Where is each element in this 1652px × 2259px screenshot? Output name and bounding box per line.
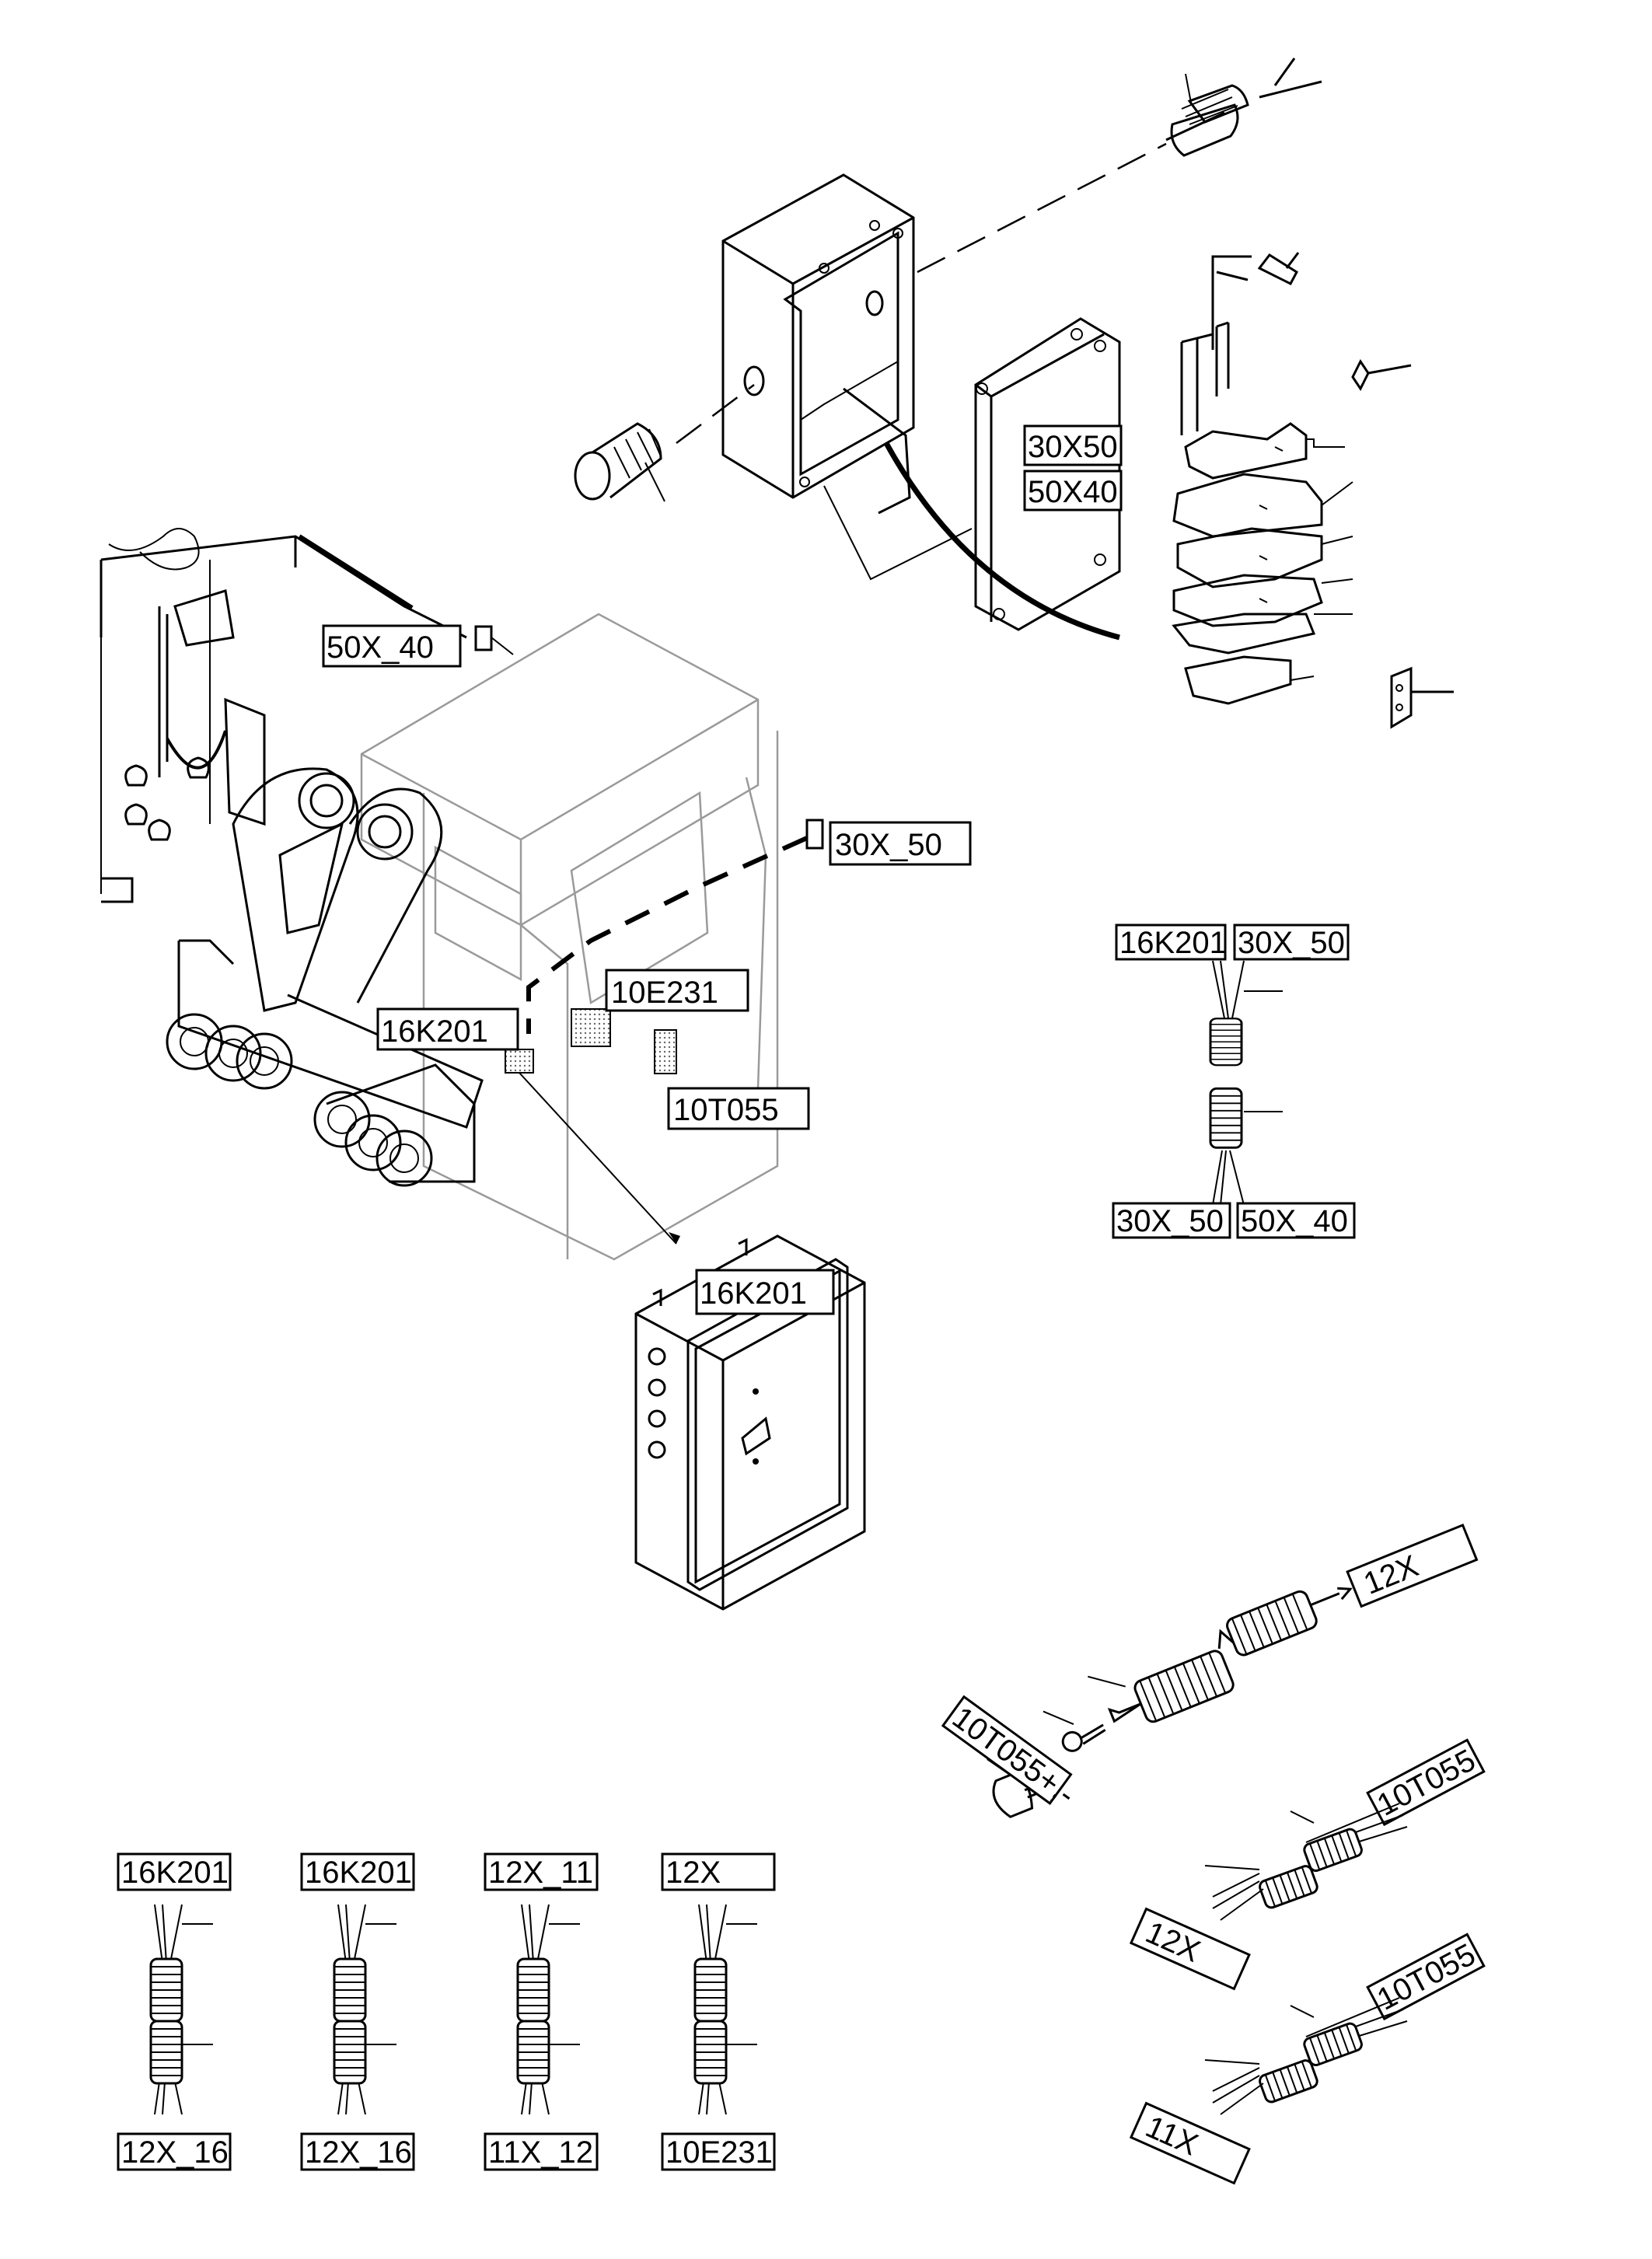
bottom-set-bottom-label bbox=[661, 2132, 776, 2171]
bottom-set-1: 16K201 12X_16 bbox=[117, 1852, 232, 2171]
bottom-set-wires bbox=[698, 1904, 757, 2115]
junction-box-open bbox=[721, 173, 1120, 641]
bottom-set-top-label bbox=[484, 1852, 599, 1891]
plate-label-50x40 bbox=[1023, 470, 1123, 512]
connector-10e231 bbox=[571, 1008, 611, 1047]
cable-pair-2: 10T055 11X bbox=[1129, 1933, 1486, 2185]
conn-label-bot-left-text: 30X_50 bbox=[1116, 1204, 1224, 1238]
bottom-set-top-label bbox=[661, 1852, 776, 1891]
cabinet-label-16k201-text: 16K201 bbox=[700, 1276, 807, 1311]
cab-label-10e231 bbox=[605, 969, 749, 1012]
conn-label-bot-right bbox=[1236, 1202, 1356, 1239]
cover-plate bbox=[974, 317, 1121, 631]
connector-30x50 bbox=[805, 819, 824, 850]
bottom-set-coil-upper bbox=[149, 1957, 183, 2023]
conn-label-top-right-text: 30X_50 bbox=[1238, 926, 1345, 960]
connector-16k201 bbox=[505, 1049, 534, 1074]
plate-label-50x40-text: 50X40 bbox=[1028, 475, 1118, 509]
bottom-set-coil-upper bbox=[333, 1957, 367, 2023]
bottom-set-bottom-text: 12X_16 bbox=[121, 2135, 229, 2170]
machine-cab bbox=[360, 613, 779, 1261]
pair2-label-10t055 bbox=[1366, 1933, 1486, 2021]
pair1-label-12x bbox=[1129, 1907, 1251, 1991]
cab-label-16k201 bbox=[376, 1007, 519, 1051]
cable-gland-left bbox=[574, 422, 665, 502]
bottom-set-coil-lower bbox=[693, 2020, 728, 2085]
conn-label-top-right bbox=[1233, 924, 1350, 961]
bottom-set-bottom-text: 10E231 bbox=[665, 2135, 773, 2170]
pair1-label-10t055 bbox=[1366, 1738, 1486, 1827]
bottom-set-coil-lower bbox=[149, 2020, 183, 2085]
terminal-label-12x bbox=[1346, 1524, 1479, 1608]
bottom-set-bottom-label bbox=[117, 2132, 232, 2171]
cab-label-10e231-text: 10E231 bbox=[611, 976, 718, 1010]
cab-label-50x40-text: 50X_40 bbox=[327, 630, 434, 665]
bottom-set-bottom-label bbox=[484, 2132, 599, 2171]
wiring-harness bbox=[100, 528, 467, 903]
conn-label-bot-left bbox=[1112, 1202, 1231, 1239]
connector-pair-right: 16K201 30X_50 30X_50 50X_40 bbox=[1112, 924, 1356, 1239]
cab-label-10t055-text: 10T055 bbox=[673, 1093, 779, 1127]
bottom-set-bottom-text: 11X_12 bbox=[488, 2135, 593, 2170]
bottom-set-top-text: 12X bbox=[665, 1856, 721, 1890]
cable-gland-top bbox=[1165, 58, 1322, 157]
terminal-block-stack bbox=[1172, 252, 1454, 729]
terminal-label-10t055-text: 10T055+,- bbox=[946, 1700, 1081, 1811]
cab-label-30x50-text: 30X_50 bbox=[835, 828, 942, 862]
bottom-set-coil-lower bbox=[516, 2020, 550, 2085]
plate-label-30x50-text: 30X50 bbox=[1028, 430, 1118, 464]
machine-boom bbox=[166, 767, 484, 1187]
connector-50x40 bbox=[474, 625, 493, 651]
pair2-label-11x bbox=[1129, 2101, 1251, 2185]
cab-label-10t055 bbox=[667, 1087, 810, 1130]
bottom-set-wires bbox=[337, 1904, 396, 2115]
bottom-set-2: 16K201 12X_16 bbox=[300, 1852, 415, 2171]
bottom-set-top-text: 16K201 bbox=[121, 1856, 229, 1890]
bottom-set-4: 12X 10E231 bbox=[661, 1852, 776, 2171]
bottom-set-bottom-text: 12X_16 bbox=[305, 2135, 412, 2170]
bottom-set-3: 12X_11 11X_12 bbox=[484, 1852, 599, 2171]
connector-10t055 bbox=[654, 1029, 677, 1074]
bottom-set-coil-upper bbox=[516, 1957, 550, 2023]
bottom-set-top-text: 16K201 bbox=[305, 1856, 412, 1890]
bottom-set-top-label bbox=[300, 1852, 415, 1891]
cab-label-30x50 bbox=[829, 821, 972, 866]
conn-label-top-left-text: 16K201 bbox=[1119, 926, 1227, 960]
bottom-connector-sets: 16K20112X_1616K20112X_1612X_1111X_1212X1… bbox=[117, 1852, 776, 2171]
bottom-set-wires bbox=[521, 1904, 580, 2115]
cabinet-label-16k201 bbox=[695, 1269, 835, 1315]
bottom-set-coil-lower bbox=[333, 2020, 367, 2085]
cab-label-16k201-text: 16K201 bbox=[381, 1014, 488, 1049]
bottom-set-top-text: 12X_11 bbox=[488, 1856, 593, 1890]
conn-label-bot-right-text: 50X_40 bbox=[1241, 1204, 1348, 1238]
bottom-set-bottom-label bbox=[300, 2132, 415, 2171]
bottom-set-wires bbox=[154, 1904, 213, 2115]
conn-label-top-left bbox=[1115, 924, 1227, 961]
terminal-label-10t055 bbox=[941, 1695, 1073, 1805]
cab-label-50x40 bbox=[322, 624, 462, 668]
bottom-set-coil-upper bbox=[693, 1957, 728, 2023]
plate-label-30x50 bbox=[1023, 424, 1123, 466]
bottom-set-top-label bbox=[117, 1852, 232, 1891]
cable-pair-1: 10T055 12X bbox=[1129, 1738, 1486, 1991]
